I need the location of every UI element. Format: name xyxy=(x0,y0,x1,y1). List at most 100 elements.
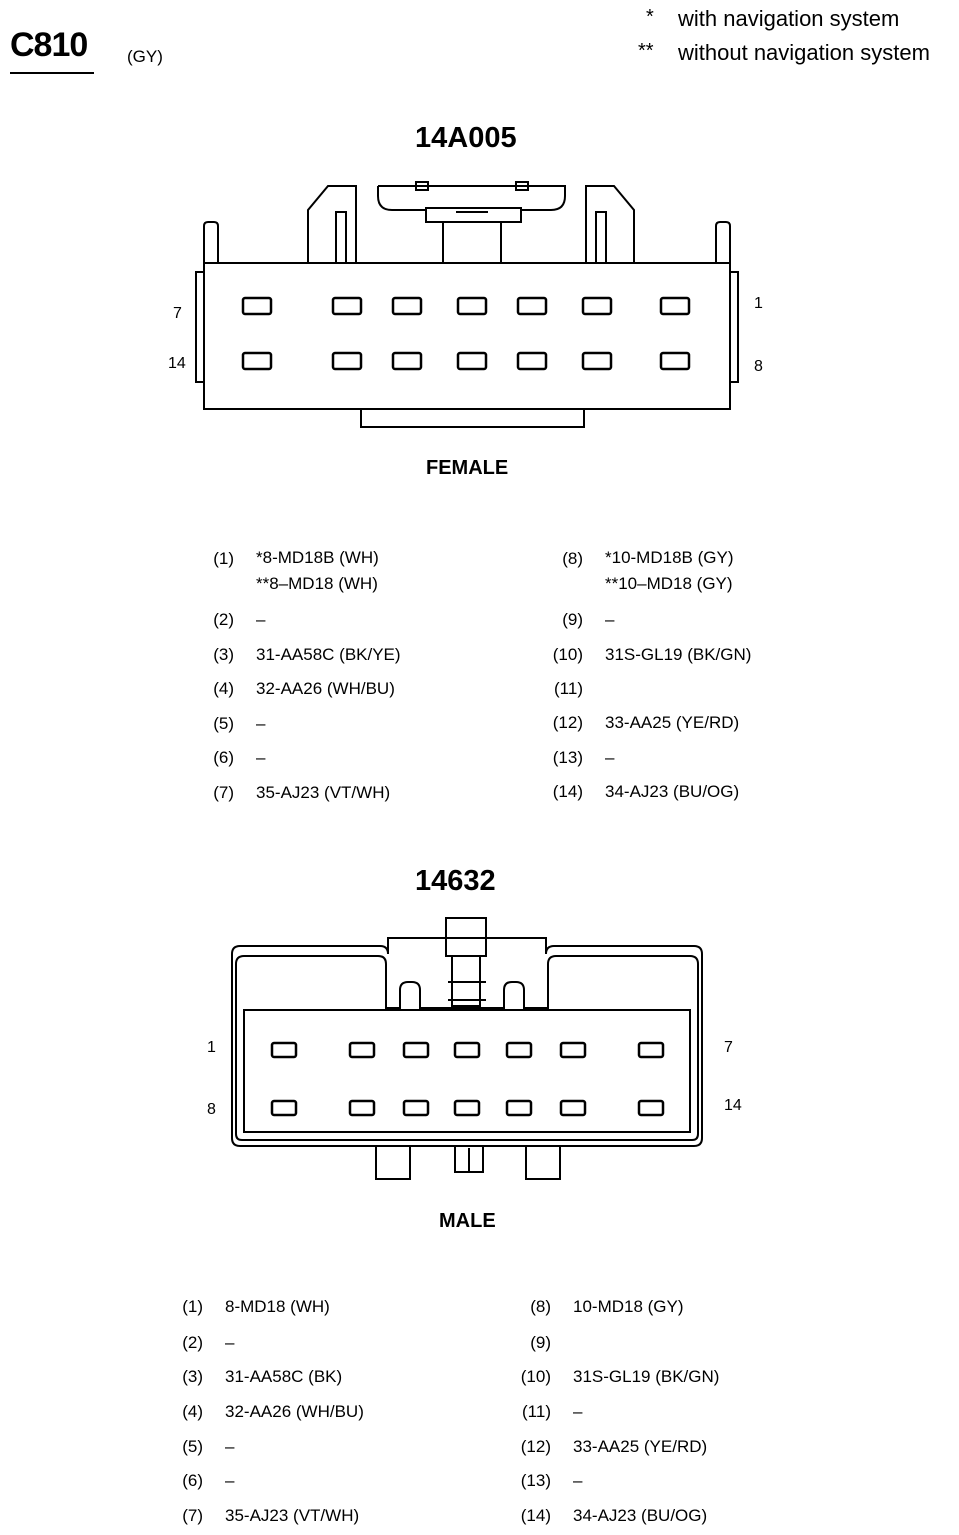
male-cavity-1 xyxy=(270,1041,298,1059)
pin-wire: 32-AA26 (WH/BU) xyxy=(256,679,395,698)
female-cavity-5 xyxy=(391,296,423,316)
pin-wire: 35-AJ23 (VT/WH) xyxy=(225,1506,360,1525)
pin-wire: *10-MD18B (GY) **10–MD18 (GY) xyxy=(605,548,734,593)
pin-number: (14) xyxy=(552,782,583,801)
male-row-label-right-top: 7 xyxy=(724,1039,733,1056)
female-cavity-9 xyxy=(581,351,613,371)
male-cavity-14 xyxy=(637,1099,665,1117)
female-left-ear xyxy=(203,221,219,263)
pin-wire: – xyxy=(225,1437,235,1456)
pin-number: (8) xyxy=(530,1297,551,1316)
pin-wire: 34-AJ23 (BU/OG) xyxy=(605,782,740,801)
female-lock-arm xyxy=(377,185,566,211)
pin-wire: 35-AJ23 (VT/WH) xyxy=(256,783,391,802)
male-cavity-2 xyxy=(348,1041,376,1059)
pin-wire: – xyxy=(605,748,615,767)
pin-number: (9) xyxy=(562,610,583,629)
female-lock-box xyxy=(442,221,502,264)
pin-number: (12) xyxy=(552,713,583,732)
pin-wire: 34-AJ23 (BU/OG) xyxy=(573,1506,708,1525)
male-outer-shell xyxy=(231,937,703,1147)
pin-number: (14) xyxy=(520,1506,551,1525)
female-label: FEMALE xyxy=(426,457,509,479)
pin-number: (3) xyxy=(182,1367,203,1386)
connector-id-underline xyxy=(10,72,94,74)
pin-number: (7) xyxy=(213,783,234,802)
male-cavity-12 xyxy=(505,1099,533,1117)
male-connector-drawing xyxy=(231,917,703,1180)
pin-wire: – xyxy=(256,714,266,733)
pin-wire: 33-AA25 (YE/RD) xyxy=(605,713,740,732)
pin-number: (4) xyxy=(182,1402,203,1421)
pin-number: (12) xyxy=(520,1437,551,1456)
female-row-label-right-bottom: 8 xyxy=(754,358,763,375)
male-inner-shell xyxy=(235,955,699,1141)
pin-wire: 31S-GL19 (BK/GN) xyxy=(605,645,752,664)
pin-wire: – xyxy=(256,610,266,629)
pin-wire: – xyxy=(573,1471,583,1490)
pin-wire: 32-AA26 (WH/BU) xyxy=(225,1402,364,1421)
male-cavity-13 xyxy=(559,1099,587,1117)
male-cavity-9 xyxy=(348,1099,376,1117)
female-cavity-6 xyxy=(331,296,363,316)
female-cavity-11 xyxy=(456,351,488,371)
pin-number: (1) xyxy=(182,1297,203,1316)
female-cavity-13 xyxy=(331,351,363,371)
female-cavity-8 xyxy=(659,351,691,371)
male-cavity-8 xyxy=(270,1099,298,1117)
connector-color: (GY) xyxy=(127,47,163,66)
male-cavities xyxy=(270,1041,665,1117)
male-cavity-6 xyxy=(559,1041,587,1059)
female-cavity-7 xyxy=(241,296,273,316)
pin-wire: 31-AA58C (BK) xyxy=(225,1367,343,1386)
pin-wire: – xyxy=(225,1471,235,1490)
pin-number: (9) xyxy=(530,1333,551,1352)
pin-wire: 33-AA25 (YE/RD) xyxy=(573,1437,708,1456)
pin-wire: 8-MD18 (WH) xyxy=(225,1297,330,1316)
female-right-latch xyxy=(585,185,635,263)
female-cavity-14 xyxy=(241,351,273,371)
male-inner-frame xyxy=(243,1009,691,1133)
male-cavity-5 xyxy=(505,1041,533,1059)
pin-number: (11) xyxy=(522,1402,551,1421)
pin-number: (1) xyxy=(213,549,234,568)
male-part-number: 14632 xyxy=(415,865,496,897)
female-cavity-10 xyxy=(516,351,548,371)
pin-number: (6) xyxy=(182,1471,203,1490)
female-housing xyxy=(203,262,731,410)
pin-number: (2) xyxy=(182,1333,203,1352)
legend-mark-nav: * xyxy=(646,6,654,28)
male-label: MALE xyxy=(439,1210,496,1232)
male-bottom-peg-left xyxy=(375,1145,411,1180)
pin-wire: – xyxy=(225,1333,235,1352)
legend-text-no-nav: without navigation system xyxy=(678,40,930,65)
male-bottom-peg-right xyxy=(525,1145,561,1180)
male-cavity-10 xyxy=(402,1099,430,1117)
pin-number: (8) xyxy=(562,549,583,568)
pin-number: (5) xyxy=(213,714,234,733)
male-cavity-3 xyxy=(402,1041,430,1059)
pin-wire: 31S-GL19 (BK/GN) xyxy=(573,1367,720,1386)
pin-number: (5) xyxy=(182,1437,203,1456)
pin-number: (6) xyxy=(213,748,234,767)
pin-number: (13) xyxy=(520,1471,551,1490)
male-cavity-4 xyxy=(453,1041,481,1059)
pin-number: (7) xyxy=(182,1506,203,1525)
pin-wire: – xyxy=(605,610,615,629)
female-side-tab-right xyxy=(729,271,739,383)
pin-wire: 31-AA58C (BK/YE) xyxy=(256,645,401,664)
pin-number: (13) xyxy=(552,748,583,767)
pin-number: (10) xyxy=(520,1367,551,1386)
female-side-tab-left xyxy=(195,271,205,383)
female-right-ear xyxy=(715,221,731,263)
male-row-label-left-top: 1 xyxy=(207,1039,216,1056)
female-lock-bar xyxy=(425,207,522,223)
female-connector-drawing xyxy=(195,181,739,428)
female-row-label-left-top: 7 xyxy=(173,305,182,322)
legend-text-nav: with navigation system xyxy=(678,6,900,31)
pin-wire: – xyxy=(573,1402,583,1421)
pin-number: (11) xyxy=(554,679,583,698)
female-cavity-12 xyxy=(391,351,423,371)
pin-wire: – xyxy=(256,748,266,767)
